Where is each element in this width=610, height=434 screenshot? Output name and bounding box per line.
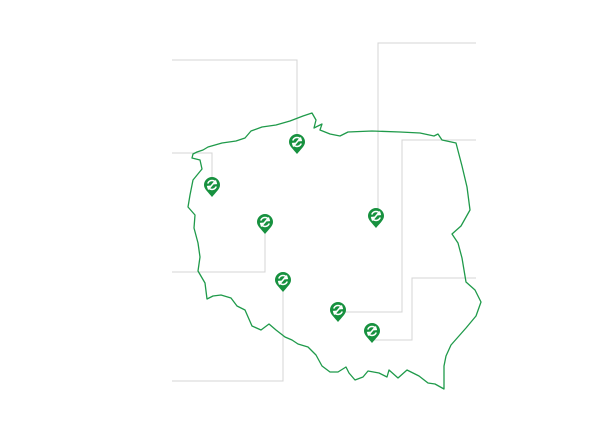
recycle-icon xyxy=(259,216,271,228)
leader-line-krakow xyxy=(338,139,476,313)
marker-wroclaw[interactable] xyxy=(275,272,291,292)
leader-line-koszalin xyxy=(172,59,298,143)
leader-line-warszawa xyxy=(377,42,476,217)
marker-krakow[interactable] xyxy=(330,302,346,322)
marker-tarnow[interactable] xyxy=(364,323,380,343)
poland-border xyxy=(187,112,482,390)
leader-line-poznan xyxy=(172,223,266,273)
recycle-icon xyxy=(366,325,378,337)
marker-szczecin[interactable] xyxy=(204,177,220,197)
leader-lines xyxy=(172,42,476,382)
leader-line-szczecin xyxy=(172,152,213,186)
marker-koszalin[interactable] xyxy=(289,134,305,154)
recycle-icon xyxy=(332,304,344,316)
recycle-icon xyxy=(277,274,289,286)
recycle-icon xyxy=(370,210,382,222)
marker-warszawa[interactable] xyxy=(368,208,384,228)
markers-layer xyxy=(204,134,384,343)
recycle-icon xyxy=(206,179,218,191)
marker-poznan[interactable] xyxy=(257,214,273,234)
recycle-icon xyxy=(291,136,303,148)
leader-line-tarnow xyxy=(372,277,476,341)
leader-line-wroclaw xyxy=(172,281,284,382)
